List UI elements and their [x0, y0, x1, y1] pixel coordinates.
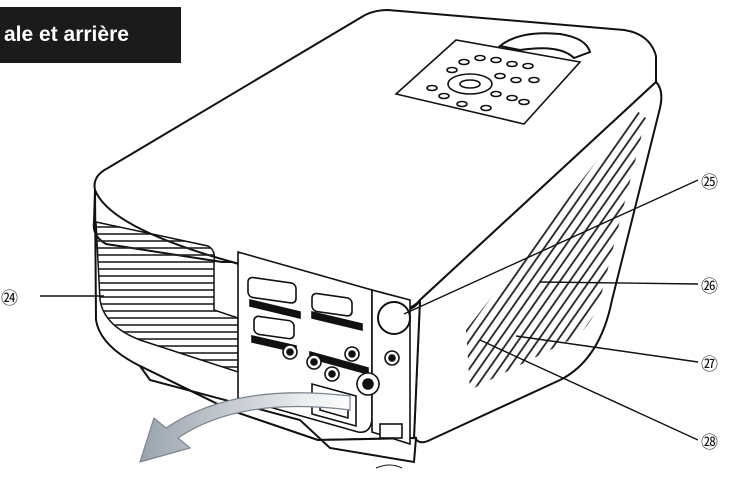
curved-arrow — [139, 392, 403, 469]
callout-line-26 — [539, 281, 699, 285]
section-header: ale et arrière — [0, 7, 181, 63]
callout-lines — [40, 179, 699, 441]
callout-line-27 — [515, 335, 699, 363]
callout-26: ㉖ — [701, 277, 718, 297]
control-keypad — [394, 39, 582, 125]
callout-28: ㉘ — [701, 433, 718, 453]
base — [139, 365, 418, 464]
callout-line-28 — [479, 339, 699, 441]
callout-24: ㉔ — [1, 289, 18, 309]
callout-27: ㉗ — [701, 355, 718, 375]
right-vent-grille — [466, 110, 646, 390]
callout-25: ㉕ — [701, 173, 718, 193]
callout-labels: ㉔ ㉕ ㉖ ㉗ ㉘ — [1, 173, 718, 453]
callout-line-25 — [403, 179, 699, 315]
remote-sensor — [377, 301, 411, 335]
top-handle — [497, 32, 592, 60]
